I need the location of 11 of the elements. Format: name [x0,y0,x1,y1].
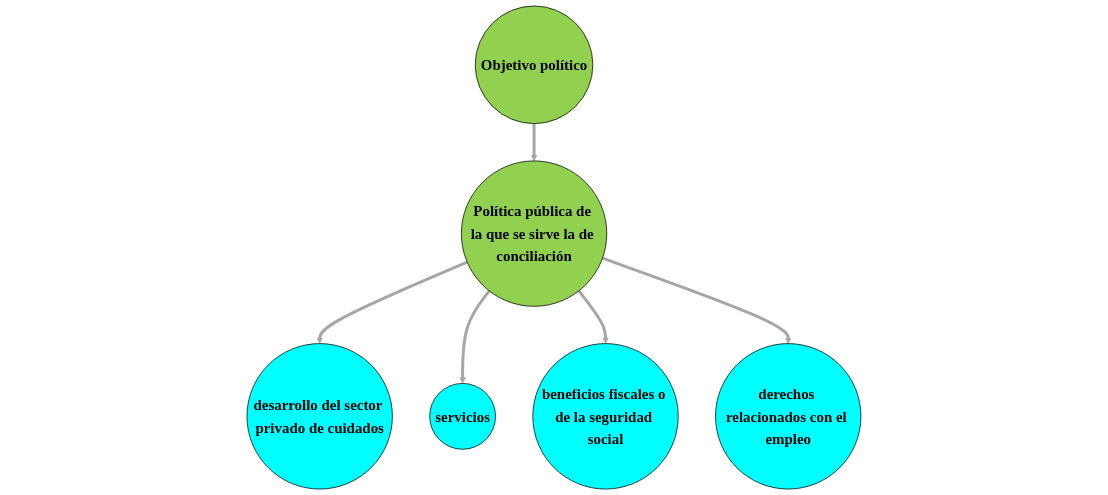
node-circle: servicios [429,383,496,450]
arrow [459,289,491,384]
node-circle: Objetivo político [474,5,594,124]
node-circle: beneficios fiscales o de la seguridad social [532,343,679,490]
node-circle: derechos relacionados con el empleo [715,343,862,490]
node-circle: desarrollo del sector privado de cuidados [246,343,393,490]
arrow [602,256,792,344]
arrow [530,123,538,162]
arrow [577,289,609,344]
arrow [316,260,468,344]
node-circle: Política pública de la que se sirve la de conciliación [461,160,608,307]
